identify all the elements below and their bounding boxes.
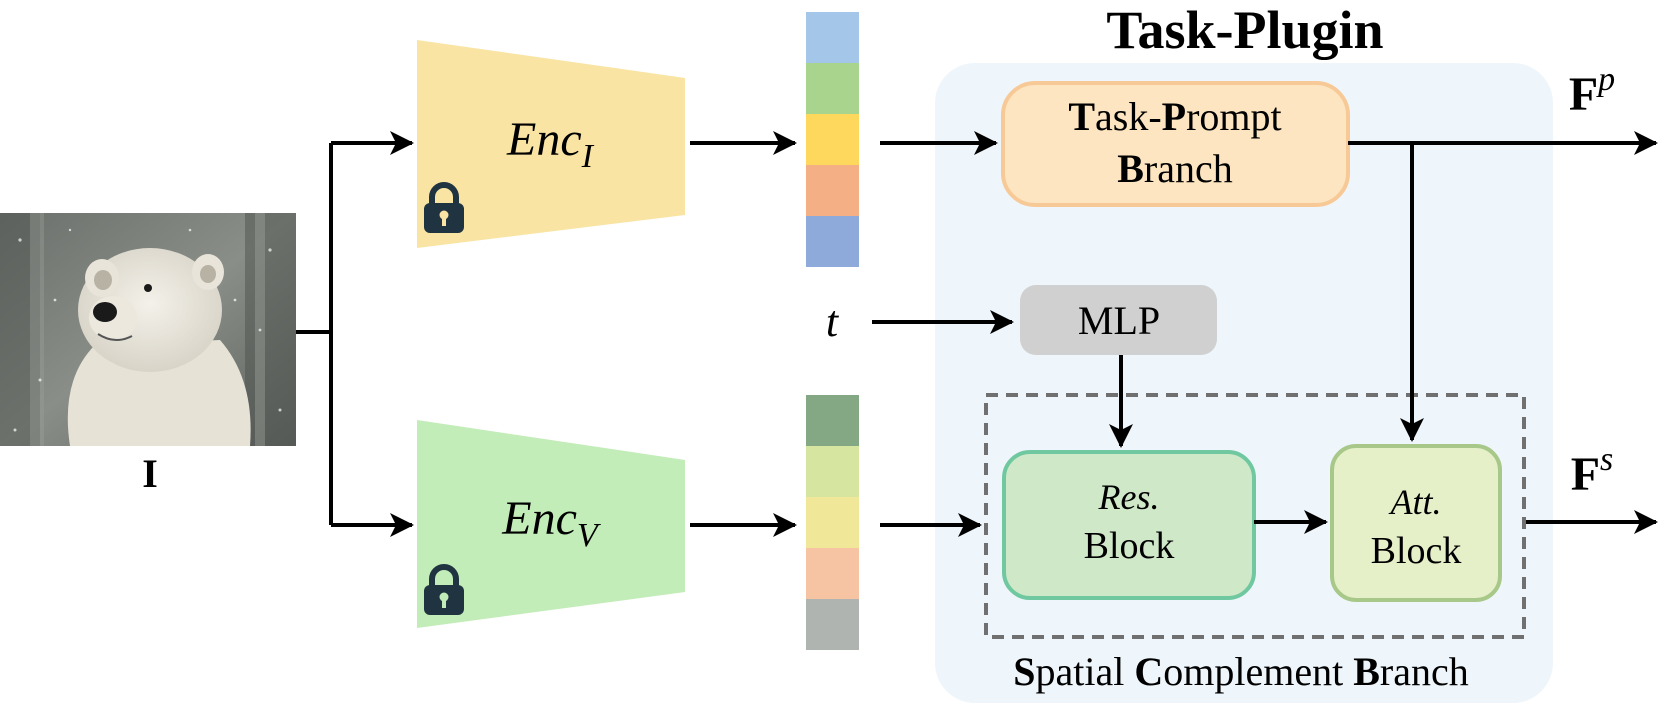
image-encoder-label: EncI — [506, 113, 595, 175]
prompt-feature-output-label: Fp — [1569, 61, 1615, 121]
lock-icon — [424, 564, 464, 615]
image-label: I — [142, 451, 158, 496]
lock-icon — [424, 182, 464, 233]
spatial-branch-text-part: S — [1013, 649, 1035, 694]
image-split-connector — [296, 131, 414, 537]
token-cell — [806, 63, 859, 114]
token-to-plugin-arrows — [880, 131, 998, 537]
spatial-branch-text-part: C — [1134, 649, 1163, 694]
spatial-branch-text-part: B — [1353, 649, 1380, 694]
spatial-branch-box — [984, 393, 1526, 639]
att-block-label-line2: Block — [1371, 530, 1462, 572]
spatial-branch-text-part: ranch — [1380, 649, 1469, 694]
token-cell — [806, 395, 859, 446]
spatial-branch-text-part: omplement — [1163, 649, 1353, 694]
input-image — [0, 213, 296, 446]
res-block-label-line1: Res. — [1098, 477, 1160, 517]
mlp-block — [1020, 285, 1217, 355]
task-prompt-output-arrows — [1348, 131, 1658, 442]
image-encoder — [417, 40, 685, 248]
token-cell — [806, 12, 859, 63]
image-token-stack — [806, 12, 859, 267]
video-token-stack — [806, 395, 859, 650]
task-prompt-text-part: P — [1162, 94, 1186, 139]
task-prompt-text-part: ranch — [1144, 146, 1233, 191]
spatial-feature-output-label: Fs — [1571, 441, 1614, 501]
token-cell — [806, 497, 859, 548]
video-encoder-label: EncV — [501, 492, 602, 554]
encoder-to-token-arrows — [690, 131, 797, 537]
token-cell — [806, 165, 859, 216]
spatial-branch-text-part: patial — [1036, 649, 1135, 694]
token-cell — [806, 446, 859, 497]
task-prompt-text-part: B — [1117, 146, 1144, 191]
token-cell — [806, 216, 859, 267]
token-cell — [806, 548, 859, 599]
task-prompt-label-line1: Task-Prompt — [1068, 94, 1281, 139]
res-block — [1002, 450, 1256, 600]
res-block-label-line2: Block — [1084, 525, 1175, 567]
token-cell — [806, 599, 859, 650]
video-encoder — [417, 420, 685, 628]
plugin-title: Task-Plugin — [1106, 0, 1383, 60]
task-prompt-text-part: rompt — [1186, 94, 1282, 139]
time-label: t — [826, 297, 840, 346]
task-prompt-label-line2: Branch — [1117, 146, 1233, 191]
task-prompt-text-part: ask- — [1095, 94, 1162, 139]
task-prompt-text-part: T — [1068, 94, 1095, 139]
mlp-label: MLP — [1078, 298, 1160, 343]
token-cell — [806, 114, 859, 165]
att-block-label-line1: Att. — [1389, 482, 1442, 522]
att-block — [1330, 444, 1502, 602]
spatial-branch-label: Spatial Complement Branch — [1013, 649, 1468, 694]
